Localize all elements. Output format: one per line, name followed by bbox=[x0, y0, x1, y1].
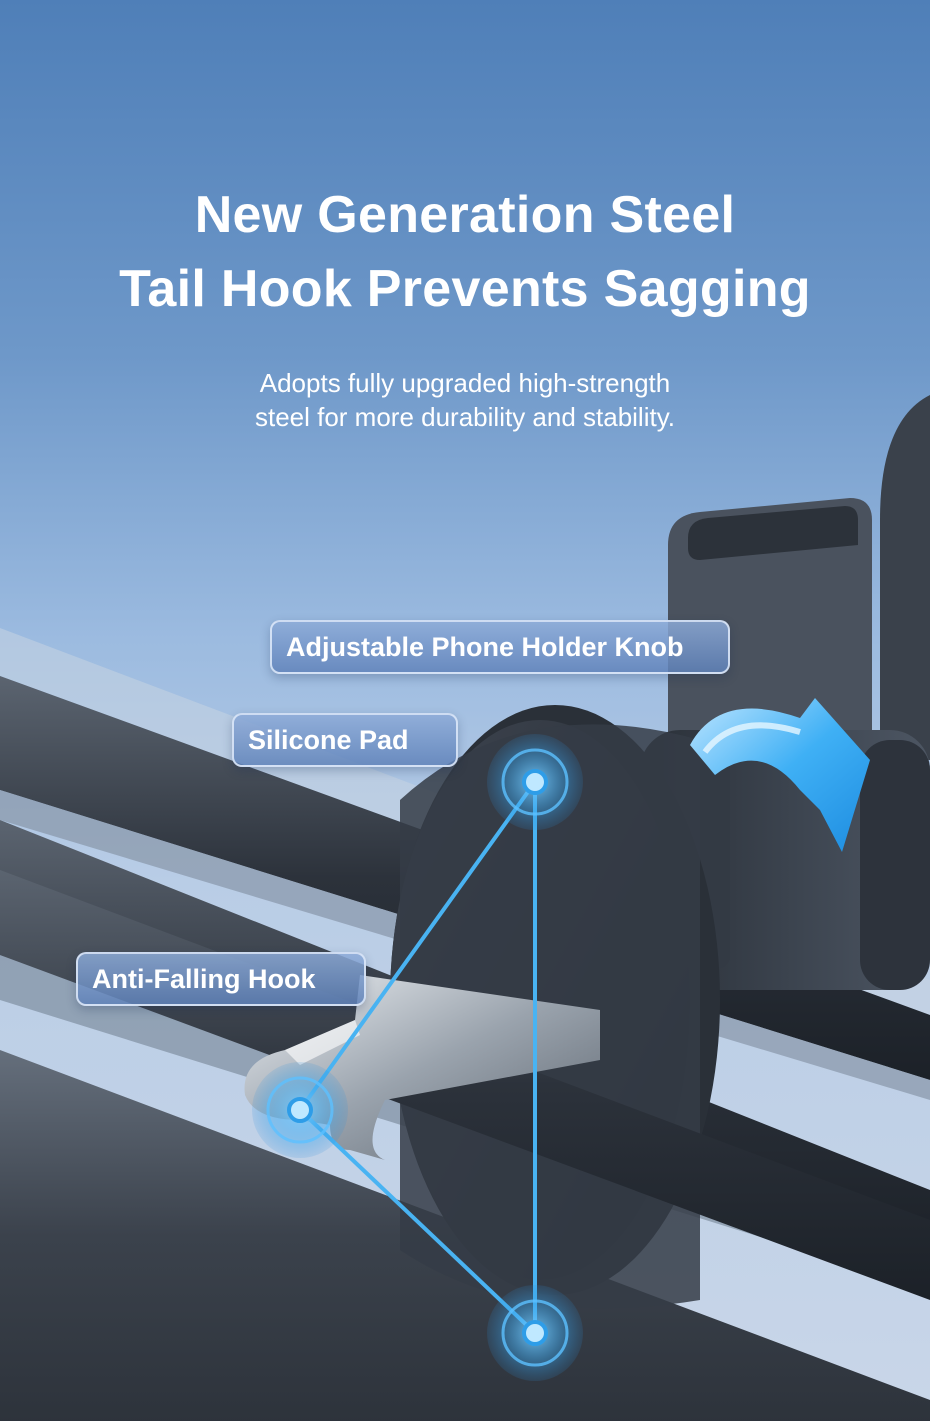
headline-line-1: New Generation Steel bbox=[194, 186, 736, 244]
pointer-lines bbox=[298, 780, 537, 1335]
marker-dot-hook bbox=[252, 1062, 348, 1158]
headline: New Generation Steel Tail Hook Prevents … bbox=[0, 178, 930, 326]
holder-column bbox=[668, 395, 930, 760]
subtitle-line-1: Adopts fully upgraded high-strength bbox=[259, 368, 671, 398]
subtitle: Adopts fully upgraded high-strength stee… bbox=[0, 366, 930, 434]
marker-dot-bottom bbox=[487, 1285, 583, 1381]
rotate-arrow-icon bbox=[690, 698, 870, 852]
label-silicone-pad: Silicone Pad bbox=[232, 713, 458, 767]
subtitle-line-2: steel for more durability and stability. bbox=[254, 402, 676, 432]
label-adjustable-knob: Adjustable Phone Holder Knob bbox=[270, 620, 730, 674]
headline-line-2: Tail Hook Prevents Sagging bbox=[119, 260, 811, 318]
label-anti-falling-hook: Anti-Falling Hook bbox=[76, 952, 366, 1006]
marker-dot-top bbox=[487, 734, 583, 830]
